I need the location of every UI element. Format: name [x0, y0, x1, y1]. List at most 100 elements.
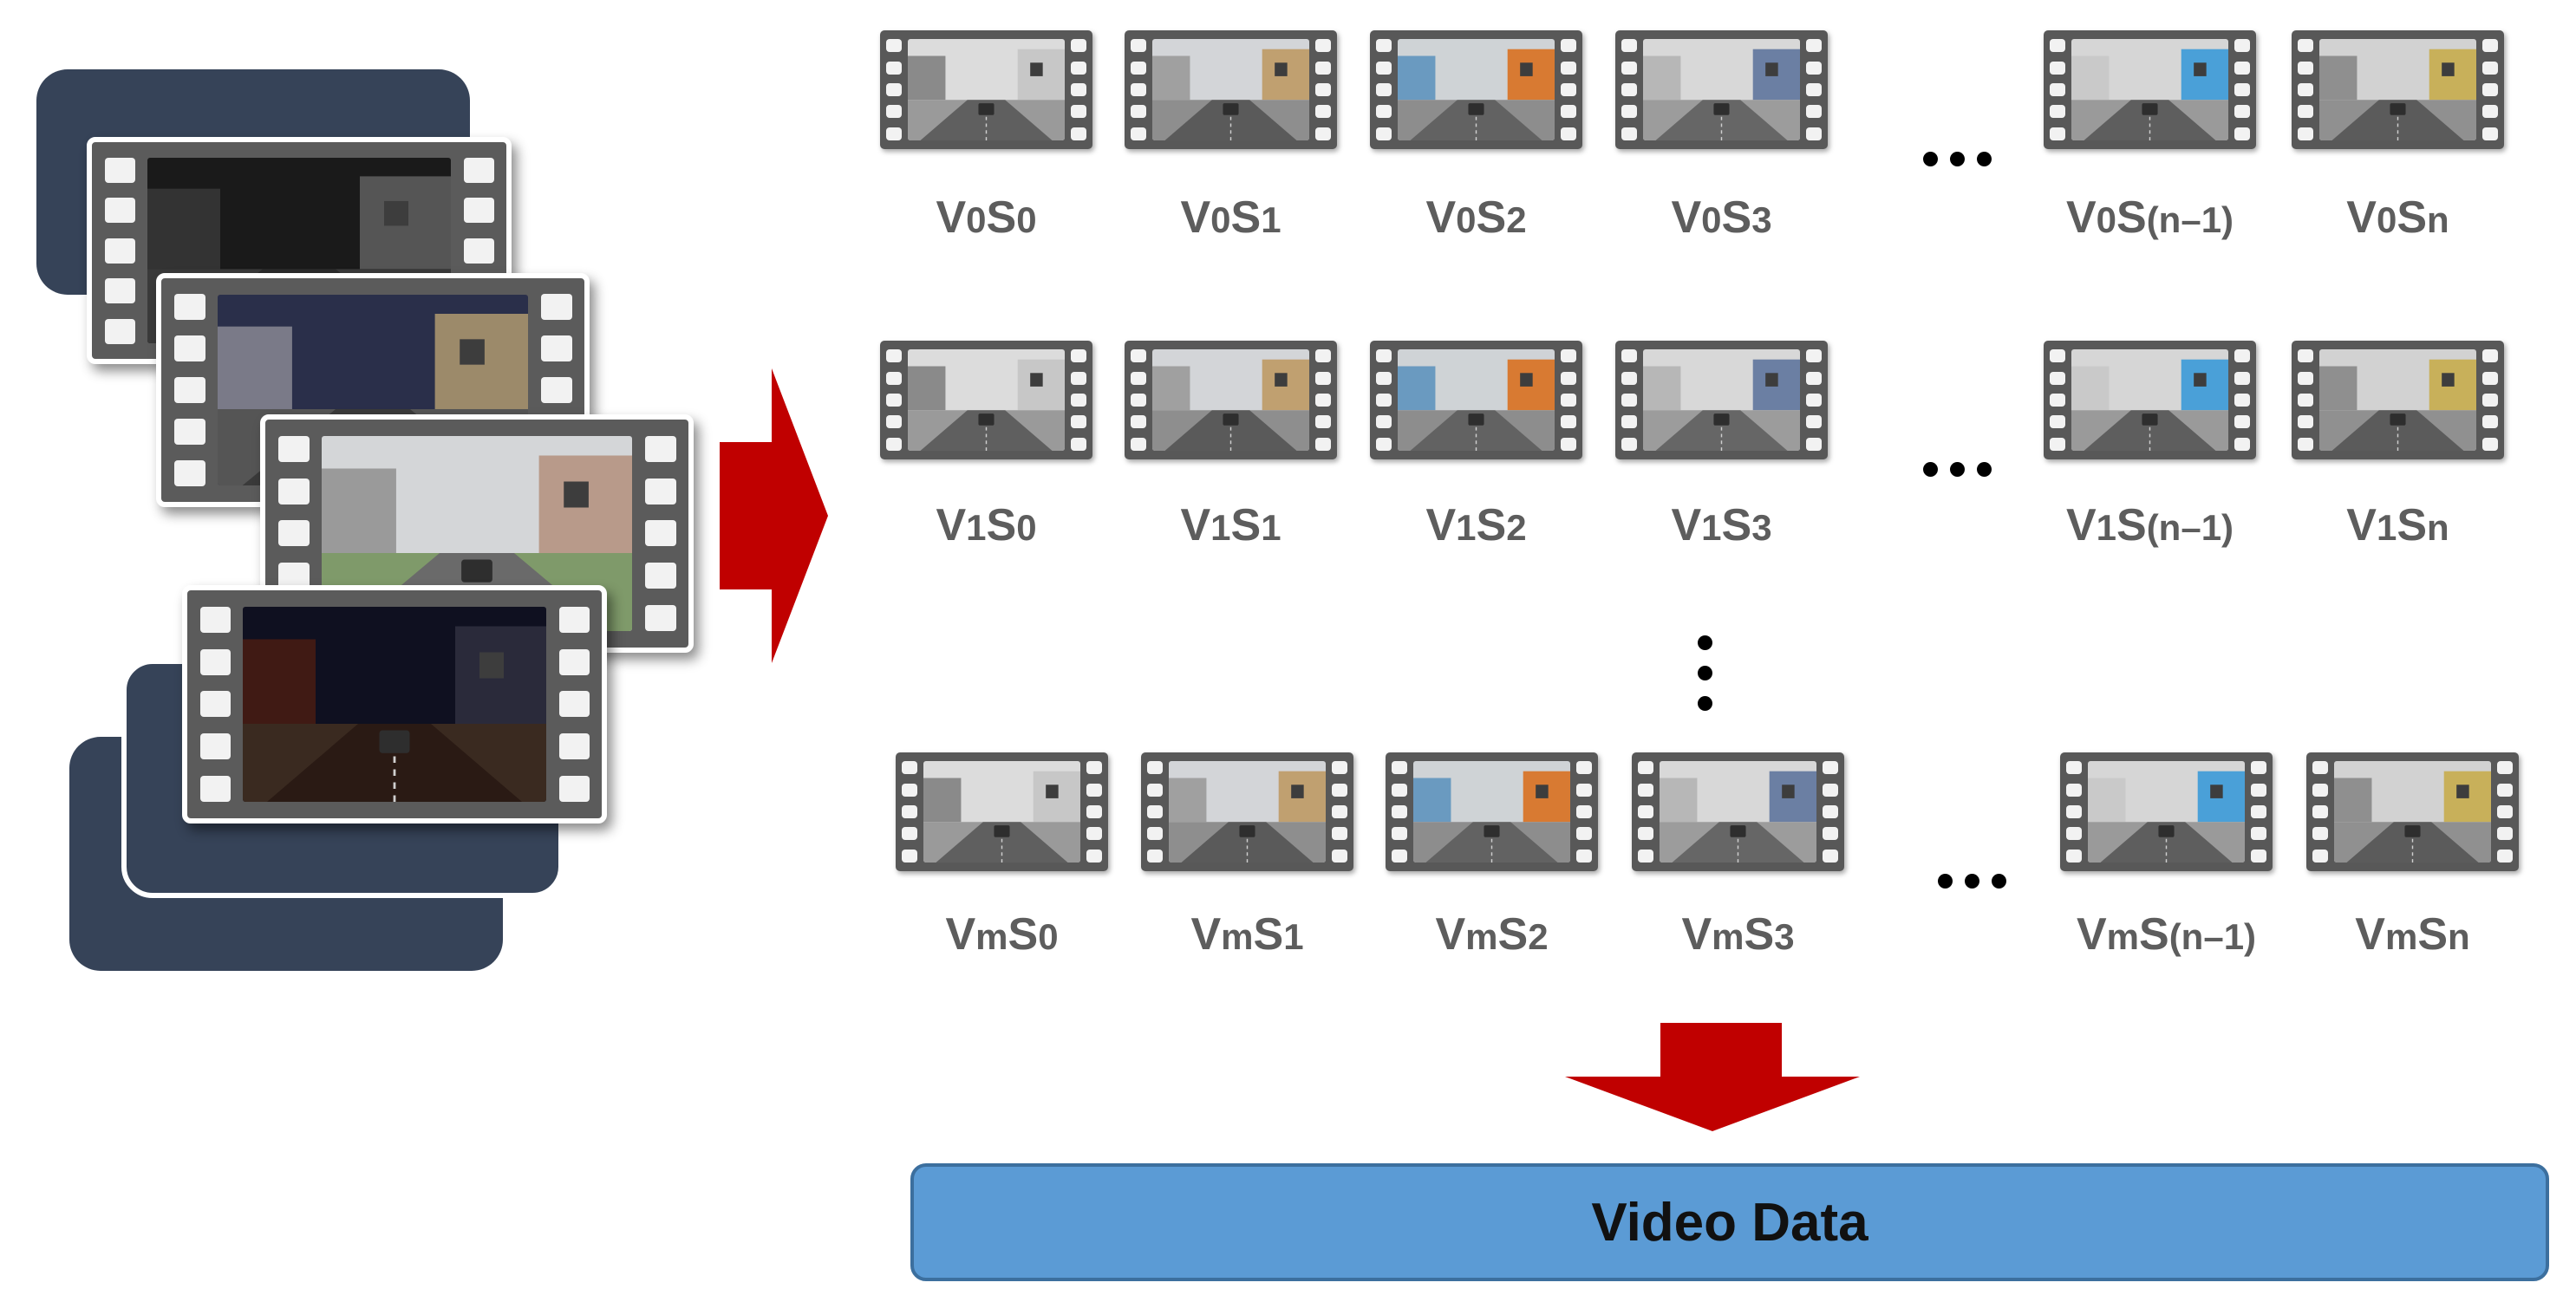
label-letter: S [1497, 909, 1529, 960]
segment-film-icon [1125, 30, 1337, 149]
label-subscript: n [2448, 916, 2470, 957]
sprocket-holes-right [2476, 30, 2504, 149]
label-subscript: 0 [1016, 507, 1037, 548]
film-frame-image [908, 39, 1065, 140]
label-subscript: 0 [1016, 199, 1037, 240]
label-subscript: 3 [1751, 507, 1772, 548]
label-subscript: (n–1) [2146, 507, 2234, 548]
label-letter: V [2346, 192, 2377, 243]
label-subscript: 0 [966, 199, 987, 240]
video-data-label: Video Data [1591, 1192, 1868, 1253]
sprocket-holes-right [1065, 341, 1092, 459]
label-letter: S [1476, 192, 1507, 243]
film-frame-image [2334, 761, 2491, 863]
label-letter: V [1671, 192, 1702, 243]
segment-label: V0S2 [1425, 195, 1526, 240]
label-subscript: m [1221, 916, 1254, 957]
segment-film-icon [880, 341, 1092, 459]
segment-label: V1Sn [2346, 503, 2449, 548]
label-letter: V [936, 192, 967, 243]
segment-label: VmS1 [1190, 912, 1303, 957]
film-frame-image [923, 761, 1080, 863]
sprocket-holes-left [2044, 30, 2071, 149]
film-frame-image [1152, 349, 1309, 451]
segment-film-icon [1370, 341, 1582, 459]
segment-film-icon [896, 752, 1108, 871]
label-letter: V [1671, 500, 1702, 550]
label-subscript: n [2427, 199, 2449, 240]
segment-film-icon [2292, 30, 2504, 149]
sprocket-holes-left [2044, 341, 2071, 459]
sprocket-holes-left [1615, 341, 1643, 459]
label-subscript: 1 [1701, 507, 1722, 548]
label-letter: V [1180, 500, 1211, 550]
segment-film-icon [2060, 752, 2273, 871]
down-arrow-icon [1565, 1023, 1860, 1131]
label-subscript: 1 [966, 507, 987, 548]
label-subscript: 1 [1261, 199, 1281, 240]
right-arrow-icon [720, 368, 828, 663]
sprocket-holes-right [1080, 752, 1108, 871]
label-subscript: 3 [1751, 199, 1772, 240]
segment-film-icon [880, 30, 1092, 149]
film-frame-image [1413, 761, 1570, 863]
label-letter: S [2397, 192, 2428, 243]
label-letter: S [1230, 500, 1262, 550]
segment-film-icon [1386, 752, 1598, 871]
label-subscript: 1 [1283, 916, 1304, 957]
segment-film-icon [2292, 341, 2504, 459]
sprocket-holes-right [1816, 752, 1844, 871]
film-frame-image [1660, 761, 1816, 863]
segment-label: V1S3 [1671, 503, 1771, 548]
label-subscript: 0 [1038, 916, 1059, 957]
sprocket-holes-left [187, 590, 243, 818]
segment-label: V0S0 [936, 195, 1036, 240]
sprocket-holes-right [1800, 30, 1828, 149]
label-subscript: 0 [1701, 199, 1722, 240]
vertical-ellipsis-icon [1698, 635, 1712, 711]
label-letter: V [2065, 500, 2097, 550]
sprocket-holes-left [1125, 30, 1152, 149]
ellipsis-icon [1938, 874, 2006, 889]
film-frame-image [243, 607, 546, 802]
segment-label: VmSn [2355, 912, 2469, 957]
label-letter: V [936, 500, 967, 550]
film-frame-image [2319, 349, 2476, 451]
segment-label: V0Sn [2346, 195, 2449, 240]
film-frame-image [1169, 761, 1326, 863]
sprocket-holes-right [1309, 30, 1337, 149]
label-letter: V [1180, 192, 1211, 243]
label-letter: S [2417, 909, 2449, 960]
sprocket-holes-left [1386, 752, 1413, 871]
label-subscript: m [2384, 916, 2418, 957]
label-letter: S [2116, 192, 2147, 243]
segment-film-icon [1615, 30, 1828, 149]
label-subscript: 0 [1456, 199, 1477, 240]
sprocket-holes-right [1555, 341, 1582, 459]
label-subscript: m [975, 916, 1008, 957]
label-letter: V [2346, 500, 2377, 550]
sprocket-holes-left [2306, 752, 2334, 871]
sprocket-holes-left [880, 341, 908, 459]
label-letter: V [2355, 909, 2385, 960]
sprocket-holes-right [632, 420, 688, 648]
label-subscript: 0 [1210, 199, 1231, 240]
label-subscript: 1 [2376, 507, 2397, 548]
sprocket-holes-left [896, 752, 923, 871]
segment-label: VmS(n–1) [2077, 912, 2256, 957]
segment-label: V1S2 [1425, 503, 1526, 548]
film-frame-image [908, 349, 1065, 451]
label-subscript: 0 [2376, 199, 2397, 240]
video-data-box: Video Data [910, 1163, 2549, 1281]
sprocket-holes-right [1555, 30, 1582, 149]
label-letter: V [945, 909, 976, 960]
sprocket-holes-left [2292, 30, 2319, 149]
sprocket-holes-left [92, 142, 147, 359]
label-letter: S [1230, 192, 1262, 243]
label-subscript: 1 [1210, 507, 1231, 548]
film-frame-image [1152, 39, 1309, 140]
label-subscript: 2 [1506, 199, 1527, 240]
segment-label: V0S1 [1180, 195, 1281, 240]
label-subscript: (n–1) [2168, 916, 2257, 957]
